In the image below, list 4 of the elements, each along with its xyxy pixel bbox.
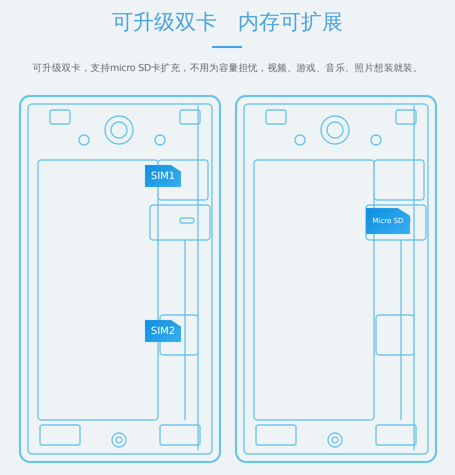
memory-card: SIM2: [145, 320, 181, 342]
description: 可升级双卡，支持micro SD卡扩充，不用为容量担忧，视频、游戏、音乐、照片想装就装。: [31, 62, 424, 75]
memory-card: SIM1: [145, 165, 181, 187]
title: 可升级双卡 内存可扩展: [111, 9, 344, 36]
